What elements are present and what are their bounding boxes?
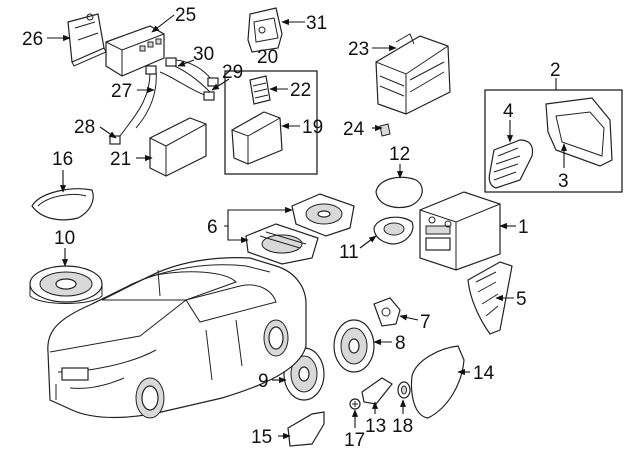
callout-29: 29 xyxy=(222,62,243,83)
part-16-grille[interactable] xyxy=(31,188,94,221)
callout-4: 4 xyxy=(503,101,514,122)
callout-labels: 26 25 31 20 30 29 27 28 21 22 19 23 24 2… xyxy=(22,5,569,451)
callout-12: 12 xyxy=(389,144,410,165)
callout-21: 21 xyxy=(110,149,131,170)
callout-28: 28 xyxy=(74,117,95,138)
callout-11: 11 xyxy=(339,242,359,263)
part-17-screw[interactable] xyxy=(349,398,361,410)
callout-27: 27 xyxy=(111,81,132,102)
part-22-connector[interactable] xyxy=(249,75,271,105)
kit-box-2 xyxy=(484,89,623,193)
part-24-clip[interactable] xyxy=(379,123,391,137)
callout-2: 2 xyxy=(550,60,561,81)
callout-8: 8 xyxy=(395,333,406,354)
callout-22: 22 xyxy=(290,80,311,101)
callout-6: 6 xyxy=(207,217,218,238)
part-18-clip[interactable] xyxy=(397,381,411,399)
callout-5: 5 xyxy=(516,289,527,310)
callout-14: 14 xyxy=(473,363,495,384)
part-26-bracket[interactable] xyxy=(67,13,107,67)
callout-16: 16 xyxy=(52,149,73,170)
callout-20: 20 xyxy=(257,47,278,68)
part-1-radio[interactable] xyxy=(419,191,501,271)
callout-19: 19 xyxy=(302,117,323,138)
callout-30: 30 xyxy=(193,44,214,65)
callout-24: 24 xyxy=(343,119,365,140)
vehicle-illustration xyxy=(47,257,307,419)
part-10-speaker[interactable] xyxy=(29,265,103,304)
callout-7: 7 xyxy=(420,312,431,333)
part-15-grille[interactable] xyxy=(287,411,325,447)
leader-lines xyxy=(47,14,568,440)
part-21-module[interactable] xyxy=(149,117,207,177)
part-11-tweeter[interactable] xyxy=(373,216,414,245)
callout-31: 31 xyxy=(306,13,327,34)
part-3-bracket[interactable] xyxy=(545,97,613,167)
callout-26: 26 xyxy=(22,29,43,50)
callout-13: 13 xyxy=(365,416,386,437)
callout-10: 10 xyxy=(54,228,75,249)
callout-17: 17 xyxy=(344,430,365,451)
part-27-29-30-harness[interactable] xyxy=(109,57,219,145)
part-25-module[interactable] xyxy=(105,25,165,77)
part-14-grille[interactable] xyxy=(410,345,465,419)
part-6-speaker-assembly[interactable] xyxy=(245,193,355,265)
part-13-pad[interactable] xyxy=(361,377,393,405)
part-8-speaker[interactable] xyxy=(333,319,375,373)
callout-25: 25 xyxy=(175,5,196,26)
part-12-cover[interactable] xyxy=(375,176,423,209)
callout-9: 9 xyxy=(258,371,269,392)
callout-3: 3 xyxy=(558,171,569,192)
part-5-trim[interactable] xyxy=(467,261,513,335)
callout-23: 23 xyxy=(348,39,369,60)
part-23-navigation-unit[interactable] xyxy=(375,33,451,115)
callout-18: 18 xyxy=(392,416,413,437)
part-7-bracket[interactable] xyxy=(373,297,401,327)
callout-1: 1 xyxy=(518,217,529,238)
callout-15: 15 xyxy=(251,427,272,448)
kit-box-20 xyxy=(224,70,318,175)
part-31-bracket[interactable] xyxy=(247,7,283,53)
part-19-module[interactable] xyxy=(231,111,283,165)
part-4-bezel[interactable] xyxy=(488,139,534,189)
